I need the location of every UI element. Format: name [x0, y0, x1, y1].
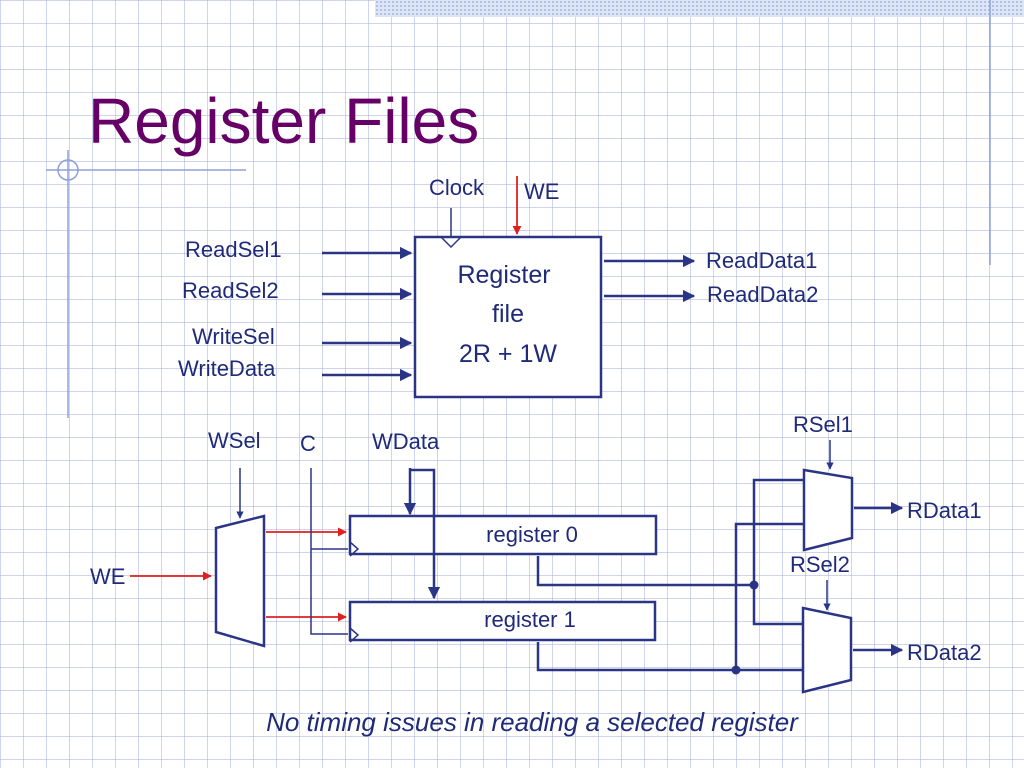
writedata-label: WriteData	[178, 356, 276, 381]
readsel2-label: ReadSel2	[182, 278, 279, 303]
register-1	[348, 600, 657, 642]
timing-note: No timing issues in reading a selected r…	[266, 707, 799, 737]
readdata1-label: ReadData1	[706, 248, 817, 273]
slide-decoration	[46, 0, 991, 418]
write-decoder	[214, 514, 266, 648]
writesel-label: WriteSel	[192, 324, 275, 349]
block-name-line2: file	[492, 300, 524, 328]
rdata2-label: RData2	[907, 640, 982, 665]
rsel1-label: RSel1	[793, 412, 853, 437]
register-1-label: register 1	[484, 607, 576, 632]
readsel1-label: ReadSel1	[185, 237, 282, 262]
junction-dot-1	[731, 665, 741, 675]
block-ports-label: 2R + 1W	[459, 340, 557, 368]
clock-c-wire	[310, 468, 348, 635]
top-decor-band	[375, 0, 1024, 17]
wdata-to-reg1-arrow	[410, 468, 441, 600]
clock-edge-symbol	[440, 236, 462, 249]
reg0-output-wire	[536, 556, 754, 587]
register-1-clock-symbol	[349, 627, 360, 643]
junction-dot-0	[749, 580, 759, 590]
register-0-clock-symbol	[349, 541, 360, 557]
register-file-block	[413, 235, 603, 399]
c-label: C	[300, 431, 316, 456]
rsel2-label: RSel2	[790, 552, 850, 577]
reg0-fanout-wire	[752, 478, 804, 626]
reg1-fanout-wire	[734, 522, 804, 672]
readdata2-label: ReadData2	[707, 282, 818, 307]
wsel-label: WSel	[208, 428, 261, 453]
reg1-output-wire	[536, 642, 736, 672]
read-mux-1	[802, 468, 854, 552]
wdata-label: WData	[372, 429, 440, 454]
read-mux-2	[801, 606, 853, 694]
register-0-label: register 0	[486, 522, 578, 547]
register-0	[348, 514, 658, 556]
we-label-bottom: WE	[90, 564, 125, 589]
we-label-top: WE	[524, 179, 559, 204]
slide-title: Register Files	[88, 85, 480, 157]
clock-label: Clock	[429, 175, 485, 200]
rdata1-label: RData1	[907, 498, 982, 523]
block-name-line1: Register	[457, 261, 550, 289]
